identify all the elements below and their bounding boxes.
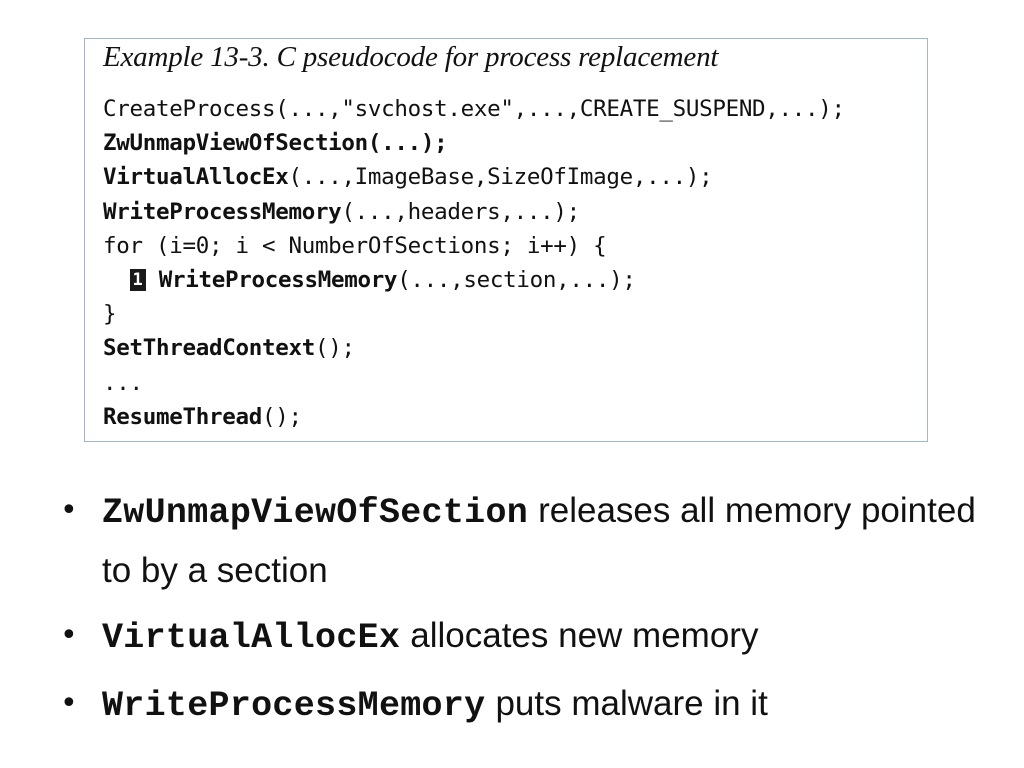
bullet-dot-icon: • bbox=[60, 493, 78, 528]
code-line: } bbox=[103, 297, 845, 331]
code-line: ZwUnmapViewOfSection(...); bbox=[103, 126, 845, 160]
code-text: (); bbox=[261, 403, 302, 430]
bullet-dot-icon: • bbox=[60, 686, 78, 721]
bullet-description: allocates new memory bbox=[410, 616, 759, 655]
code-text bbox=[146, 267, 159, 293]
code-text: ... bbox=[103, 369, 143, 396]
bullet-api-name: VirtualAllocEx bbox=[102, 618, 401, 658]
bullet-description: releases all memory pointed to by a sect… bbox=[102, 491, 976, 590]
code-function-name: SetThreadContext bbox=[103, 335, 315, 362]
code-listing: CreateProcess(...,"svchost.exe",...,CREA… bbox=[103, 92, 845, 434]
code-line: ResumeThread(); bbox=[103, 400, 845, 434]
code-line: SetThreadContext(); bbox=[103, 331, 845, 365]
bullet-api-name: ZwUnmapViewOfSection bbox=[102, 493, 529, 533]
callout-marker: 1 bbox=[129, 268, 146, 291]
code-line: VirtualAllocEx(...,ImageBase,SizeOfImage… bbox=[103, 160, 845, 194]
code-line: 1 WriteProcessMemory(...,section,...); bbox=[103, 263, 845, 297]
code-text: (...,section,...); bbox=[397, 266, 636, 293]
code-text bbox=[103, 267, 130, 293]
example-caption: Example 13-3. C pseudocode for process r… bbox=[103, 41, 719, 73]
code-line: ... bbox=[103, 366, 845, 400]
code-text: } bbox=[103, 301, 117, 328]
code-text: CreateProcess(...,"svchost.exe",...,CREA… bbox=[103, 96, 845, 122]
code-line: for (i=0; i < NumberOfSections; i++) { bbox=[103, 229, 845, 263]
code-function-name: ZwUnmapViewOfSection(...); bbox=[103, 130, 448, 157]
code-function-name: WriteProcessMemory bbox=[158, 266, 398, 293]
code-function-name: WriteProcessMemory bbox=[103, 198, 342, 225]
code-text: for (i=0; i < NumberOfSections; i++) { bbox=[103, 232, 607, 259]
code-text: (...,ImageBase,SizeOfImage,...); bbox=[288, 164, 713, 191]
code-example-box: Example 13-3. C pseudocode for process r… bbox=[84, 38, 928, 442]
code-text: (); bbox=[314, 335, 355, 362]
code-text: (...,headers,...); bbox=[341, 198, 580, 225]
bullet-dot-icon: • bbox=[60, 618, 78, 653]
code-line: CreateProcess(...,"svchost.exe",...,CREA… bbox=[103, 92, 845, 126]
bullet-description: puts malware in it bbox=[495, 684, 768, 723]
code-function-name: ResumeThread bbox=[103, 403, 262, 430]
code-function-name: VirtualAllocEx bbox=[103, 164, 289, 191]
bullet-api-name: WriteProcessMemory bbox=[102, 686, 486, 726]
code-line: WriteProcessMemory(...,headers,...); bbox=[103, 195, 845, 229]
